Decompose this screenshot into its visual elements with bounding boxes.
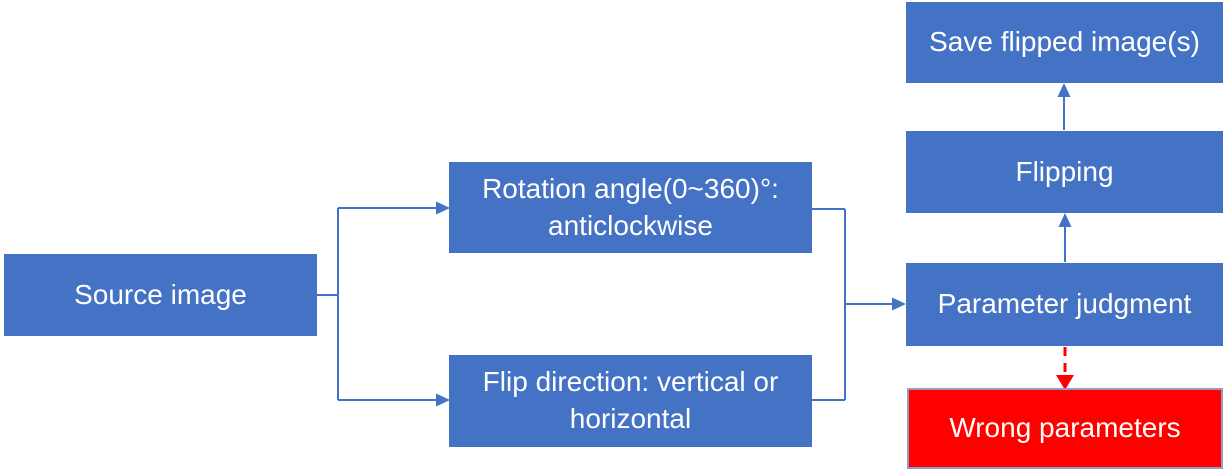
node-wrong-parameters: Wrong parameters — [907, 388, 1223, 469]
arrowhead-rotation — [436, 201, 450, 215]
arrowhead-save — [1057, 83, 1071, 97]
node-flip-direction: Flip direction: vertical or horizontal — [449, 355, 812, 447]
node-rotation-angle-label-line2: anticlockwise — [548, 209, 713, 241]
node-flip-direction-label-line1: Flip direction: vertical or — [482, 366, 779, 398]
node-rotation-angle: Rotation angle(0~360)°: anticlockwise — [449, 162, 812, 253]
node-rotation-angle-label-line1: Rotation angle(0~360)°: — [482, 172, 779, 204]
arrowhead-parameter — [892, 297, 906, 311]
node-flipping-label: Flipping — [1015, 155, 1114, 187]
node-source-image-label: Source image — [74, 278, 247, 310]
node-save-flipped-images-label: Save flipped image(s) — [929, 26, 1200, 58]
node-wrong-parameters-label: Wrong parameters — [949, 412, 1181, 444]
node-parameter-judgment-label: Parameter judgment — [937, 288, 1192, 320]
node-flipping: Flipping — [906, 131, 1223, 213]
node-source-image: Source image — [4, 254, 317, 336]
arrowhead-flipping — [1058, 213, 1072, 227]
node-flip-direction-label-line2: horizontal — [569, 403, 692, 434]
red-connector — [1056, 347, 1074, 390]
arrowhead-flip — [436, 393, 450, 407]
node-parameter-judgment: Parameter judgment — [906, 263, 1223, 346]
node-save-flipped-images: Save flipped image(s) — [906, 2, 1223, 83]
